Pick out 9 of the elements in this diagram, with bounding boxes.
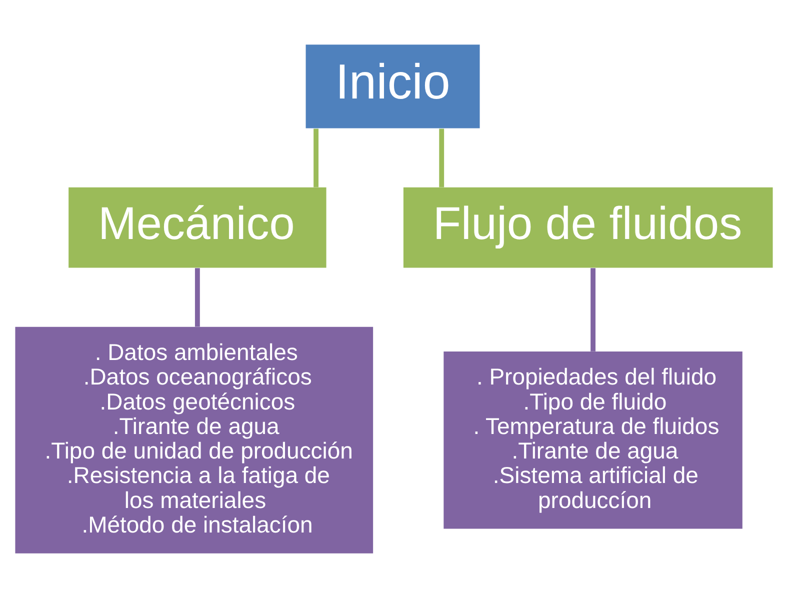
node-box: . Propiedades del fluido .Tipo de fluido . Temperatura de fluidos .Tirante de agua .Sistema artificial de produccíon: [444, 352, 742, 529]
connector: [314, 128, 318, 188]
node-box: Inicio: [306, 44, 480, 128]
connector: [439, 128, 444, 188]
connector: [590, 268, 596, 352]
node-box: . Datos ambientales .Datos oceanográficos .Datos geotécnicos .Tirante de agua .Tipo de unidad de producción .Resistencia a la fatiga de los materiales .Método de instalacíon: [15, 326, 374, 554]
node-box: Mecánico: [68, 187, 326, 268]
node-box: Flujo de fluidos: [403, 187, 773, 268]
connector: [194, 268, 200, 327]
